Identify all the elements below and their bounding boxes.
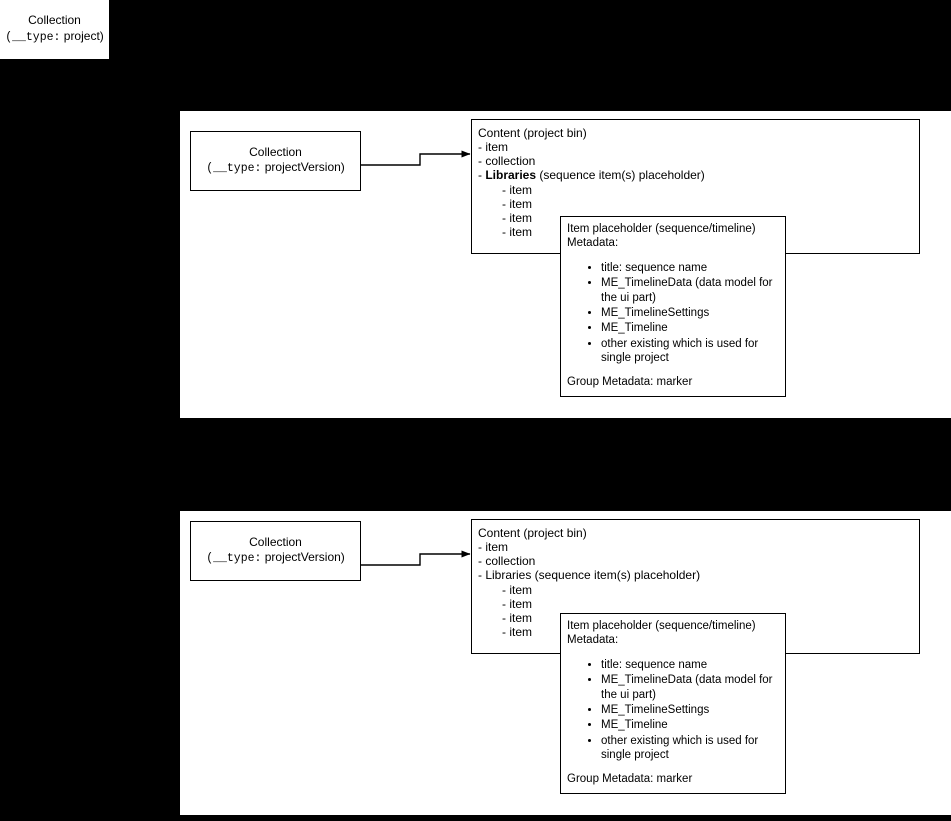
metadata-footer-1: Group Metadata: marker bbox=[567, 376, 693, 389]
collection-project-title: Collection bbox=[28, 13, 81, 28]
metadata-list-item: title: sequence name bbox=[601, 261, 777, 275]
collection-projectversion-type-key-2: (__type: bbox=[206, 552, 262, 566]
metadata-list-item: ME_TimelineData (data model for the ui p… bbox=[601, 276, 777, 305]
metadata-list-item: other existing which is used for single … bbox=[601, 337, 777, 366]
collection-project-type-key: (__type: bbox=[5, 30, 61, 44]
metadata-heading-line-2: Metadata: bbox=[567, 237, 619, 250]
collection-project-box[interactable]: Collection (__type: project) bbox=[0, 0, 110, 60]
metadata-item-list-1: title: sequence name ME_TimelineData (da… bbox=[567, 261, 777, 366]
content-libraries-label: Libraries bbox=[485, 168, 537, 183]
collection-projectversion-type-value-1: projectVersion) bbox=[264, 160, 345, 175]
metadata-heading-line-1: Item placeholder (sequence/timeline) bbox=[567, 223, 756, 235]
metadata-list-item: ME_TimelineData (data model for the ui p… bbox=[601, 673, 777, 702]
collection-project-type: (__type: project) bbox=[5, 29, 104, 46]
metadata-item-list-2: title: sequence name ME_TimelineData (da… bbox=[567, 658, 777, 763]
metadata-heading-line-1: Item placeholder (sequence/timeline) bbox=[567, 620, 756, 632]
content-line-libraries: - Libraries (sequence item(s) placeholde… bbox=[478, 168, 705, 183]
metadata-list-item: title: sequence name bbox=[601, 658, 777, 672]
collection-projectversion-title-1: Collection bbox=[249, 144, 302, 159]
metadata-list-item: other existing which is used for single … bbox=[601, 734, 777, 763]
metadata-footer-2: Group Metadata: marker bbox=[567, 773, 693, 786]
collection-projectversion-type-key-1: (__type: bbox=[206, 162, 262, 176]
content-line-sub-item: - item bbox=[502, 182, 532, 197]
collection-projectversion-box-2[interactable]: Collection (__type: projectVersion) bbox=[190, 521, 361, 581]
item-placeholder-metadata-box-2[interactable]: Item placeholder (sequence/timeline) Met… bbox=[560, 613, 786, 794]
collection-project-type-value: project) bbox=[63, 28, 104, 43]
content-line-sub-item: - item bbox=[502, 210, 532, 225]
collection-projectversion-type-value-2: projectVersion) bbox=[264, 550, 345, 565]
content-line-item: - item bbox=[478, 140, 508, 155]
content-line-collection: - collection bbox=[478, 154, 536, 169]
content-line-item: - item bbox=[478, 540, 508, 555]
content-line-sub-item: - item bbox=[502, 625, 532, 640]
collection-projectversion-box-1[interactable]: Collection (__type: projectVersion) bbox=[190, 131, 361, 191]
item-placeholder-metadata-box-1[interactable]: Item placeholder (sequence/timeline) Met… bbox=[560, 216, 786, 397]
collection-projectversion-type-1: (__type: projectVersion) bbox=[206, 160, 345, 177]
content-heading-2: Content (project bin) bbox=[478, 526, 587, 540]
metadata-list-item: ME_TimelineSettings bbox=[601, 306, 777, 320]
metadata-heading-line-2: Metadata: bbox=[567, 634, 619, 647]
content-line-sub-item: - item bbox=[502, 196, 532, 211]
content-line-sub-item: - item bbox=[502, 582, 532, 597]
metadata-list-item: ME_Timeline bbox=[601, 718, 777, 732]
content-project-bin-box-1[interactable]: Content (project bin) - item - collectio… bbox=[471, 119, 920, 254]
content-line-sub-item: - item bbox=[502, 596, 532, 611]
collection-projectversion-title-2: Collection bbox=[249, 534, 302, 549]
content-line-sub-item: - item bbox=[502, 610, 532, 625]
collection-projectversion-type-2: (__type: projectVersion) bbox=[206, 550, 345, 567]
content-line-libraries: - Libraries (sequence item(s) placeholde… bbox=[478, 568, 701, 583]
content-line-sub-item: - item bbox=[502, 225, 532, 240]
content-heading-1: Content (project bin) bbox=[478, 126, 587, 140]
metadata-list-item: ME_TimelineSettings bbox=[601, 703, 777, 717]
metadata-list-item: ME_Timeline bbox=[601, 321, 777, 335]
content-line-collection: - collection bbox=[478, 554, 536, 569]
